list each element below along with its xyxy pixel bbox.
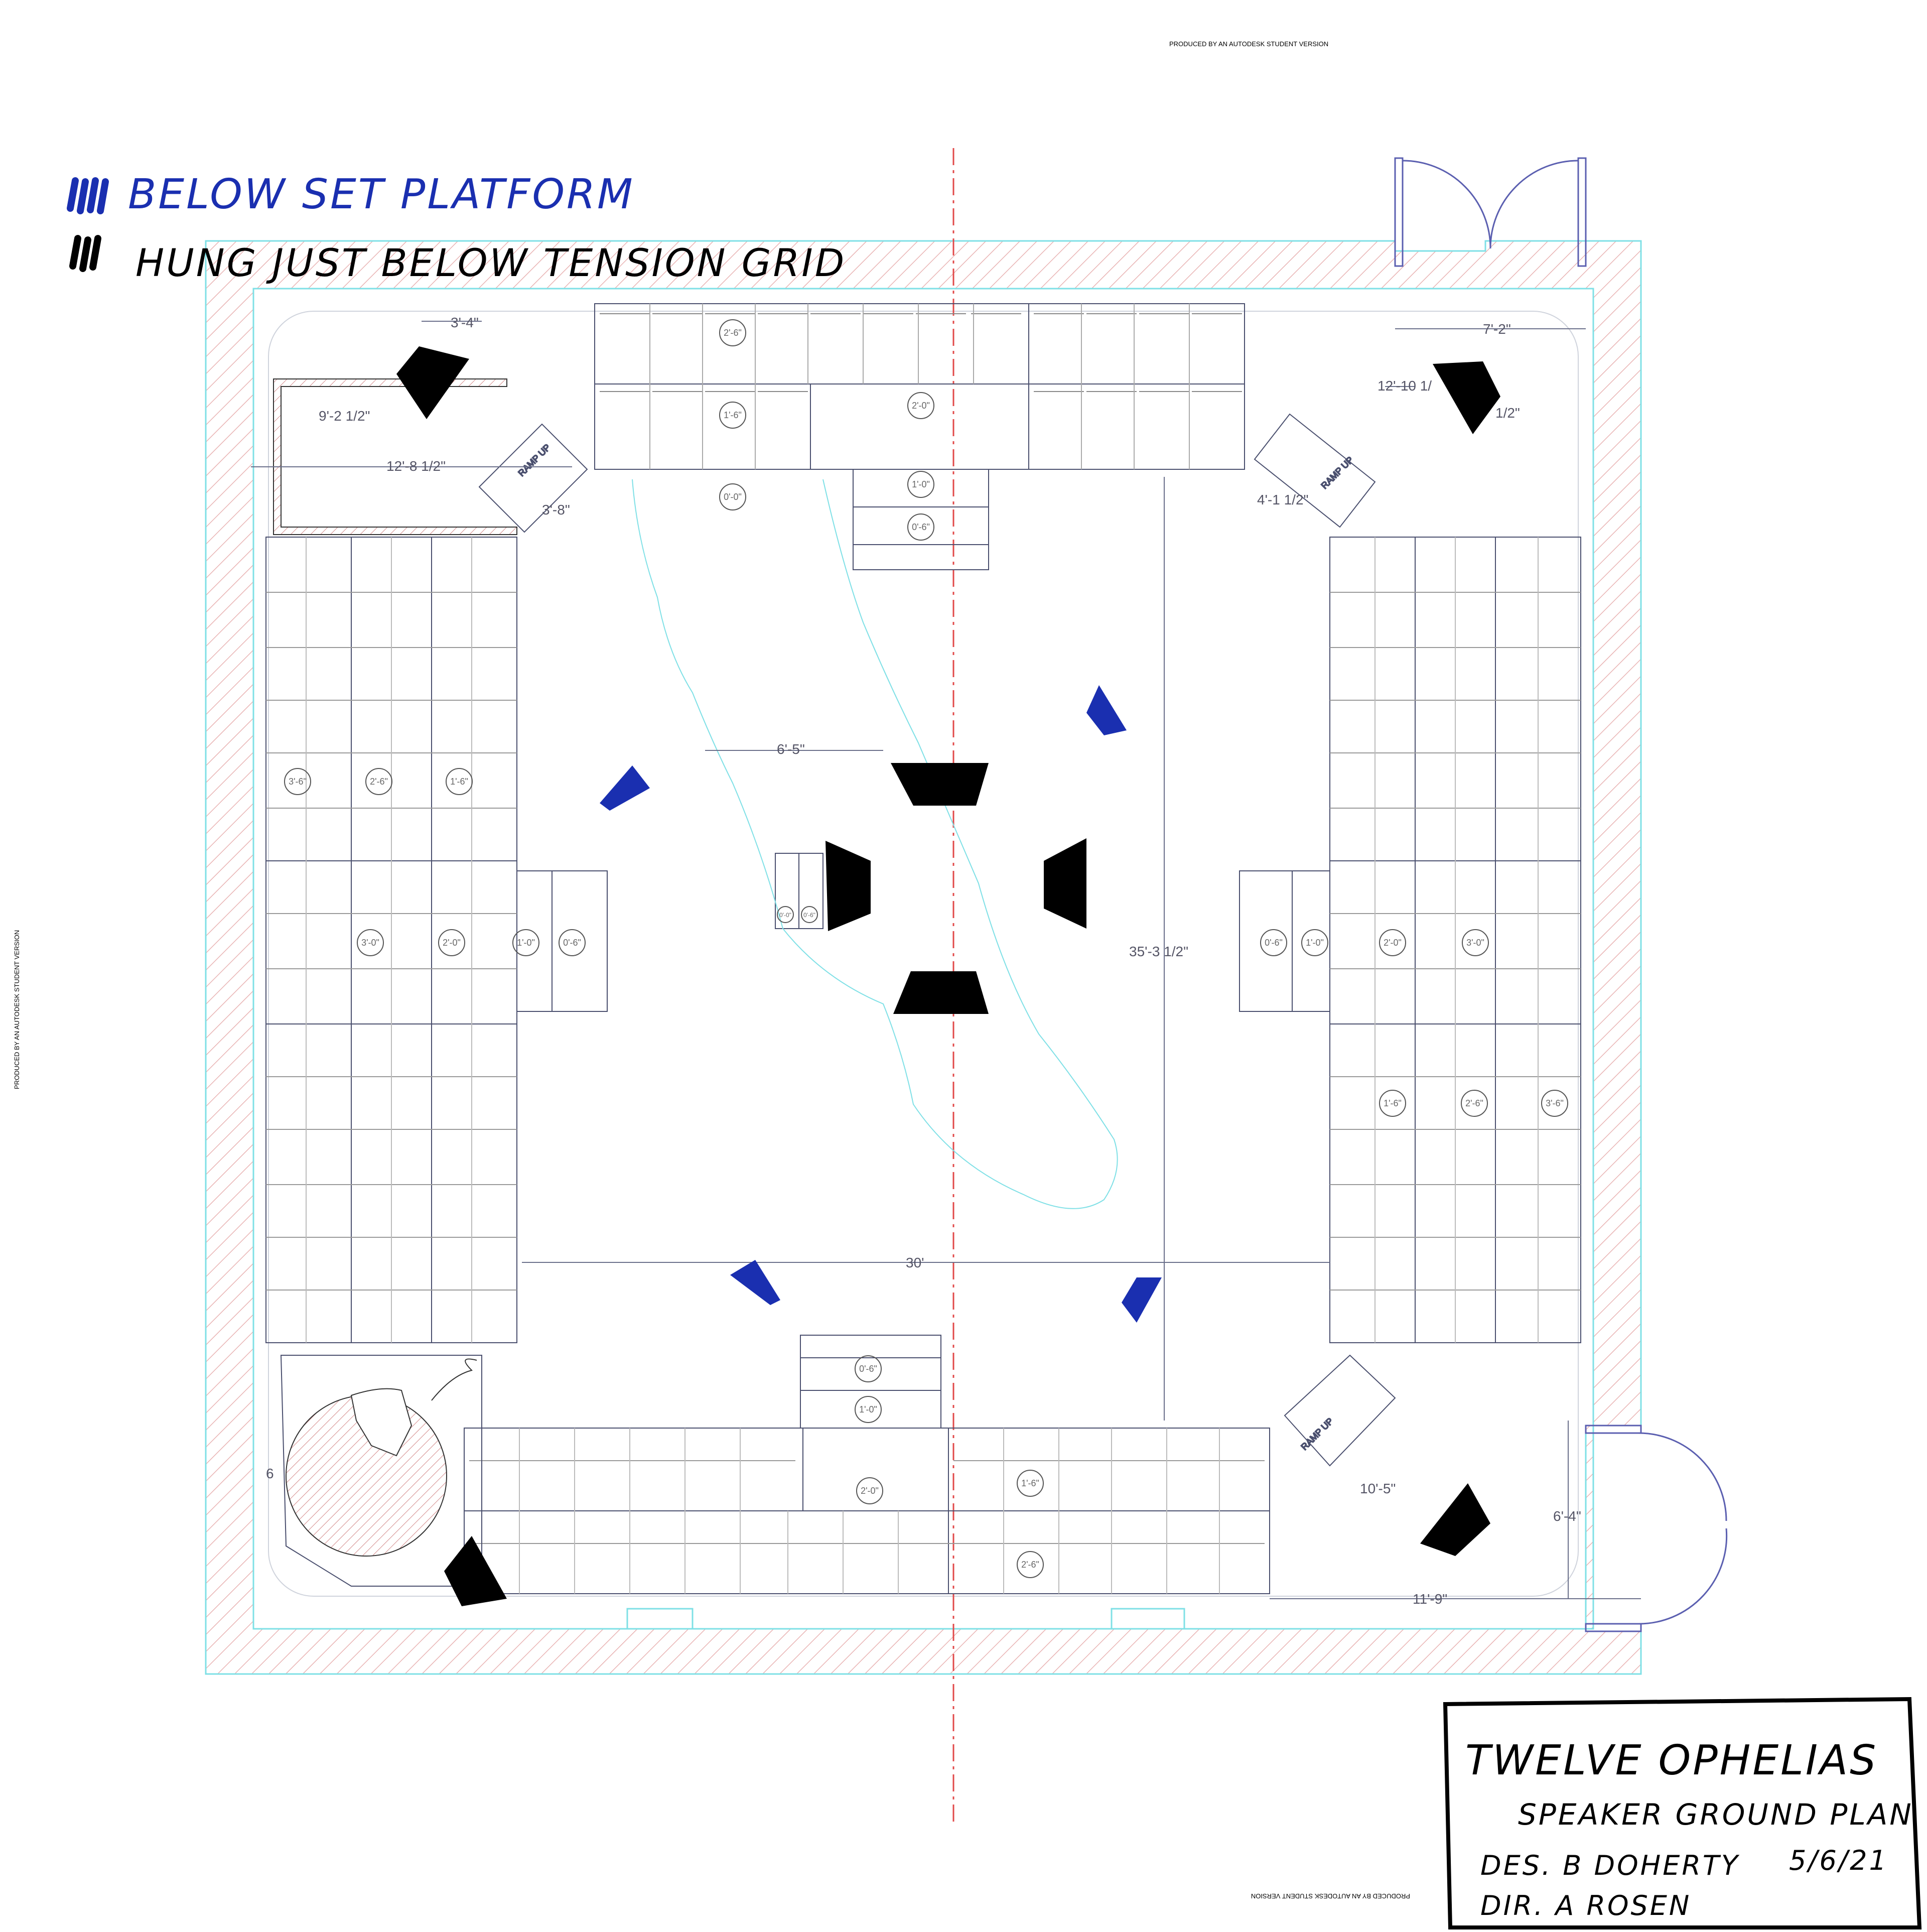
elev-left-a: 3'-6" [289,777,307,787]
speaker-hung-center-right [1044,838,1086,929]
ramp-bottom-right: RAMP UP [1284,1354,1396,1467]
dim-3-4: 3'-4" [451,315,479,330]
elev-bot-e: 2'-6" [1021,1560,1039,1570]
elev-bot-c: 2'-0" [861,1486,879,1496]
corner-wall [273,378,517,535]
speaker-hung-top-left [396,346,469,419]
elev-left-b: 2'-6" [370,777,388,787]
watermark-bottom: PRODUCED BY AN AUTODESK STUDENT VERSION [1251,1892,1410,1900]
dim-35-3: 35'-3 1/2" [1129,944,1188,959]
dim-3-8: 3'-8" [542,502,570,518]
elev-left-f: 1'-0" [517,938,535,948]
speaker-hung-bottom-left [444,1536,507,1606]
door-top-right [1394,157,1587,267]
watermark-top: PRODUCED BY AN AUTODESK STUDENT VERSION [1169,40,1328,48]
seating-bottom [464,1335,1270,1594]
speaker-hung-center-bottom [893,971,989,1014]
legend-below-platform: BELOW SET PLATFORM [128,171,635,218]
elev-center-b: 0'-6" [803,912,815,919]
seating-top [594,303,1245,570]
elev-left-e: 2'-0" [443,938,461,948]
legend-hung: HUNG JUST BELOW TENSION GRID [135,240,846,285]
ramp-top-right: RAMP UP [1254,413,1376,528]
elev-right-g: 3'-6" [1546,1098,1564,1108]
dim-10-5: 10'-5" [1360,1481,1396,1496]
elev-right-f: 2'-6" [1465,1098,1483,1108]
speaker-hung-center-left [825,841,871,931]
elev-top-c: 2'-0" [912,401,930,411]
elev-left-d: 3'-0" [361,938,379,948]
seating-left [265,537,608,1343]
elev-bot-d: 1'-6" [1021,1478,1039,1488]
speaker-below-left [600,765,650,811]
legend-swatch-black [69,235,101,272]
title-block: TWELVE OPHELIAS SPEAKER GROUND PLAN DES.… [1443,1697,1922,1929]
elev-right-c: 2'-0" [1384,938,1402,948]
dimension-lines [251,321,1641,1599]
subtitle: SPEAKER GROUND PLAN [1518,1797,1913,1832]
elev-right-e: 1'-6" [1384,1098,1402,1108]
speaker-hung-center-top [891,763,989,806]
elev-left-c: 1'-6" [450,777,468,787]
dim-6: 6 [266,1466,274,1481]
watermark-left: PRODUCED BY AN AUTODESK STUDENT VERSION [13,930,21,1089]
speaker-below-bottom-left [730,1260,780,1305]
elev-top-d: 0'-0" [724,492,742,502]
seating-right [1239,537,1581,1343]
legend-swatch-blue [67,177,109,214]
river-outline [632,479,1118,1209]
elev-right-b: 1'-0" [1306,938,1324,948]
elev-right-d: 3'-0" [1466,938,1484,948]
speaker-below-bottom-right [1122,1277,1162,1323]
elev-top-e: 1'-0" [912,479,930,489]
elev-bot-a: 0'-6" [859,1364,877,1374]
dim-6-5: 6'-5" [777,741,805,757]
speakers-below-platform [600,685,1162,1323]
elevation-markers [284,319,1568,1578]
title: TWELVE OPHELIAS [1465,1737,1878,1784]
speaker-hung-bottom-right [1420,1483,1490,1556]
speakers-hung [396,346,1500,1606]
elev-bot-b: 1'-0" [859,1404,877,1414]
elev-top-f: 0'-6" [912,522,930,532]
elev-left-g: 0'-6" [563,938,581,948]
dim-11-9: 11'-9" [1413,1591,1447,1607]
door-right [1585,1425,1728,1632]
date: 5/6/21 [1789,1845,1888,1876]
dim-30: 30' [906,1255,924,1270]
revolve [280,1355,482,1587]
dim-4-1: 4'-1 1/2" [1257,492,1308,507]
director: DIR. A ROSEN [1480,1890,1691,1921]
walkway-outline [268,311,1579,1597]
elev-top-b: 1'-6" [724,410,742,420]
elev-center-a: 0'-0" [779,912,791,919]
designer: DES. B DOHERTY [1480,1850,1740,1881]
dim-9-2: 9'-2 1/2" [319,408,370,424]
speaker-hung-top-right [1433,361,1500,434]
dim-6-4: 6'-4" [1553,1508,1581,1524]
dim-half: 1/2" [1495,405,1520,421]
elev-top-a: 2'-6" [724,328,742,338]
legend: BELOW SET PLATFORM HUNG JUST BELOW TENSI… [67,171,846,285]
dim-12-10: 12'-10 1/ [1378,378,1432,394]
speaker-below-top-right [1086,685,1127,735]
dim-7-2: 7'-2" [1483,321,1511,337]
dim-12-8: 12'-8 1/2" [386,458,446,474]
elev-right-a: 0'-6" [1265,938,1283,948]
ramp-top-left: RAMP UP [478,423,588,533]
center-step [775,853,823,929]
